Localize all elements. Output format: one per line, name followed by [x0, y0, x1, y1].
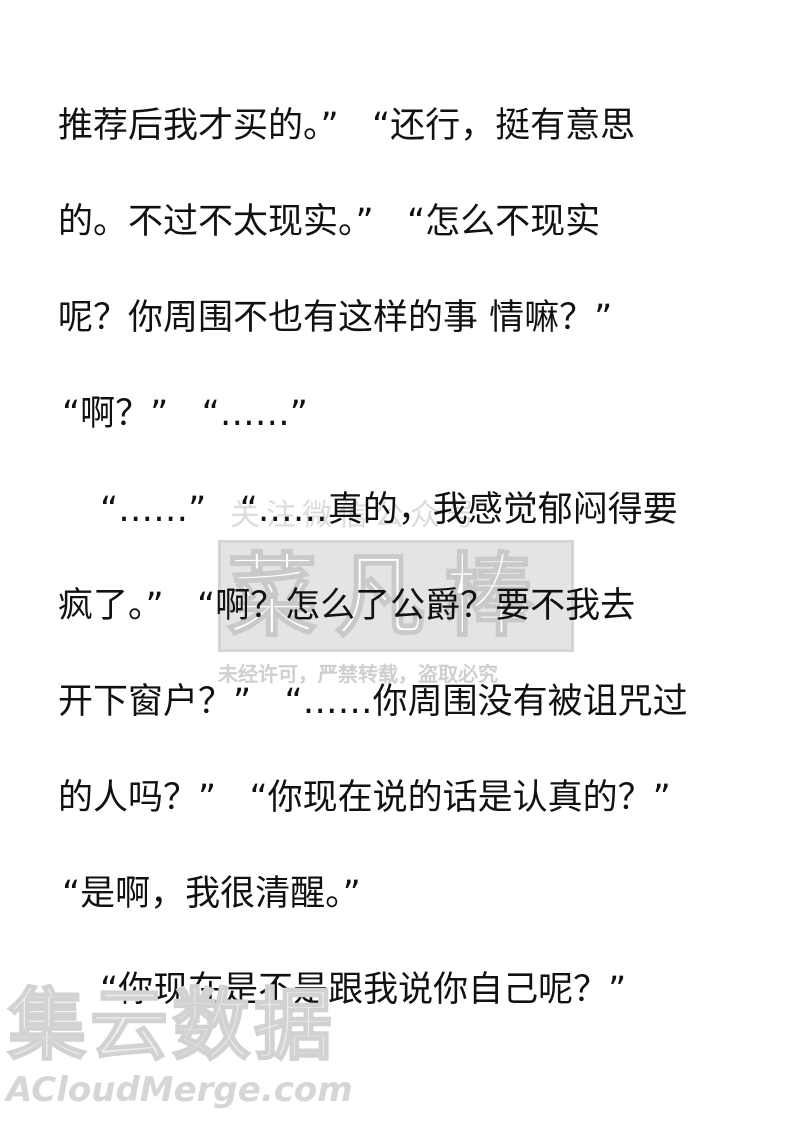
- text-line-7: 开下窗户？” “……你周围没有被诅咒过: [58, 682, 688, 722]
- text-line-1: 推荐后我才买的。” “还行，挺有意思: [58, 106, 636, 146]
- corner-watermark-cn: 集云数据: [7, 981, 337, 1071]
- text-line-2: 的。不过不太现实。” “怎么不现实: [58, 202, 601, 242]
- text-line-6: 疯了。” “啊？怎么了公爵？要不我去: [58, 586, 636, 626]
- text-line-3: 呢？你周围不也有这样的事 情嘛？”: [58, 298, 613, 338]
- corner-watermark-en: ACloudMerge.com: [6, 1070, 353, 1110]
- watermark-notice: 未经许可，严禁转载，盗取必究: [218, 662, 498, 686]
- corner-watermark: 集云数据 ACloudMerge.com: [0, 981, 390, 1114]
- watermark-badge: 菜凡棒: [218, 540, 574, 652]
- text-line-10: “你现在是不是跟我说你自己呢？”: [100, 970, 627, 1010]
- text-line-5: “……” “……真的，我感觉郁闷得要: [100, 490, 678, 530]
- watermark-brand: 菜凡棒: [226, 544, 551, 649]
- text-line-8: 的人吗？” “你现在说的话是认真的？”: [58, 778, 671, 818]
- center-watermark: 菜凡棒 未经许可，严禁转载，盗取必究: [218, 490, 578, 690]
- watermark-follow-text: 关注微信公众号: [230, 498, 482, 533]
- text-line-4: “啊？” “……”: [62, 394, 308, 434]
- text-line-9: “是啊，我很清醒。”: [62, 874, 361, 914]
